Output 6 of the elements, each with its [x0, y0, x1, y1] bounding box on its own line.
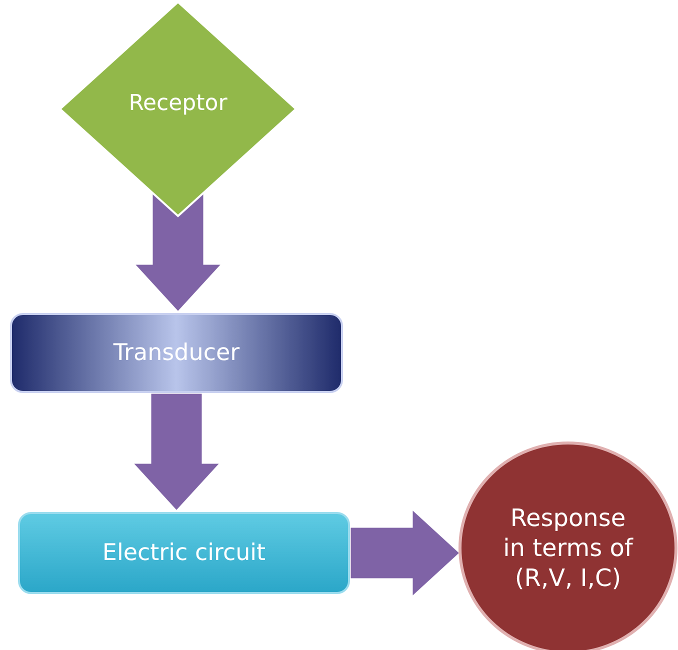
node-label: Receptor	[128, 90, 228, 118]
process-box	[18, 512, 350, 594]
node-label: Transducer	[113, 338, 240, 368]
node-label: Response in terms of (R,V, I,C)	[502, 503, 634, 593]
node-label: Electric circuit	[102, 538, 266, 568]
process-box	[10, 313, 343, 393]
